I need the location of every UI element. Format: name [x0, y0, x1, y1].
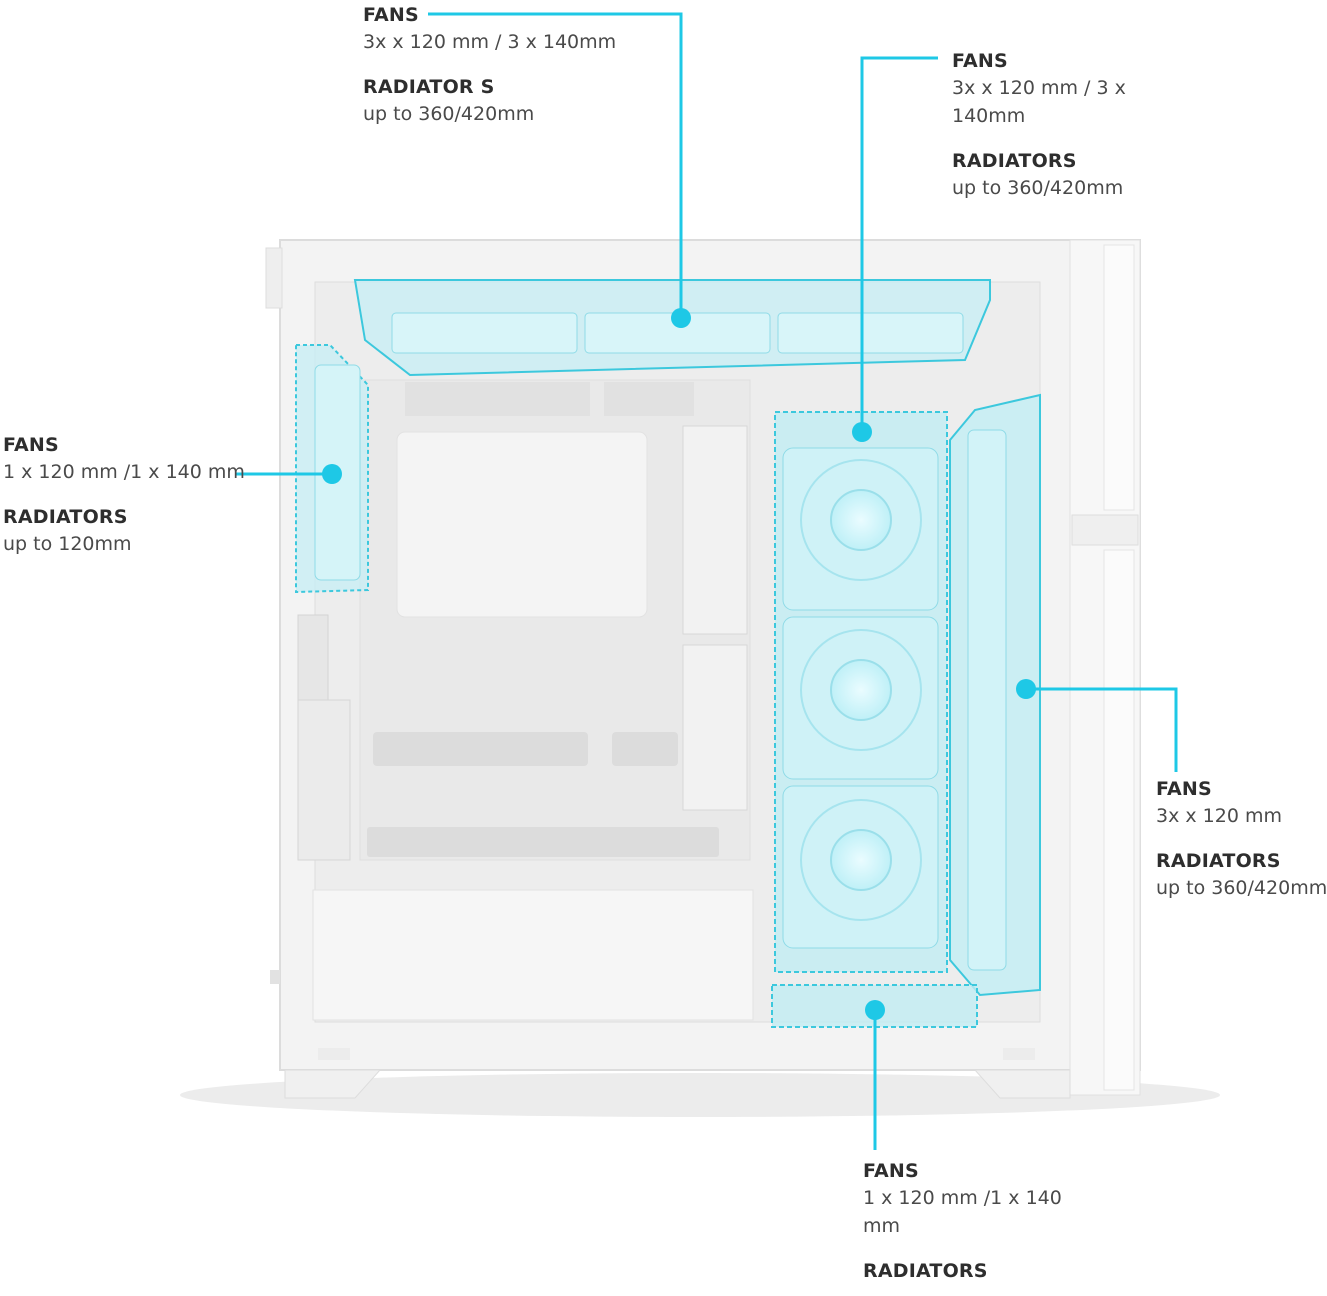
callout-side-fans-heading: FANS — [1156, 778, 1212, 800]
psu-shroud — [312, 889, 754, 1021]
callout-rear: FANS 1 x 120 mm /1 x 140 mm RADIATORS up… — [3, 432, 245, 558]
callout-bottom-rad-heading: RADIATORS — [863, 1260, 988, 1282]
cpu-cutout — [396, 431, 648, 618]
callout-line-side — [1026, 687, 1178, 772]
top-fan-mount — [353, 279, 991, 377]
callout-side-fans-value: 3x x 120 mm — [1156, 805, 1282, 827]
case-feet — [284, 1069, 1071, 1099]
callout-front-rad-value: up to 360/420mm — [952, 177, 1124, 199]
callout-dot-top — [671, 308, 691, 328]
callout-bottom: FANS 1 x 120 mm /1 x 140 mm RADIATORS — [863, 1158, 1063, 1284]
callout-bottom-fans-value: 1 x 120 mm /1 x 140 mm — [863, 1187, 1062, 1237]
callout-line-top — [428, 12, 683, 318]
callout-top: FANS 3x x 120 mm / 3 x 140mm RADIATOR S … — [363, 2, 616, 128]
callout-side: FANS 3x x 120 mm RADIATORS up to 360/420… — [1156, 776, 1327, 902]
callout-dot-side — [1016, 679, 1036, 699]
callout-dot-rear — [322, 464, 342, 484]
callout-side-rad-heading: RADIATORS — [1156, 850, 1281, 872]
callout-lines — [236, 12, 1178, 1150]
callout-front: FANS 3x x 120 mm / 3 x 140mm RADIATORS u… — [952, 48, 1142, 202]
callout-dot-front — [852, 422, 872, 442]
floor-shadow — [180, 1073, 1220, 1117]
callout-rear-rad-heading: RADIATORS — [3, 506, 128, 528]
callout-front-rad-heading: RADIATORS — [952, 150, 1077, 172]
callout-rear-fans-heading: FANS — [3, 434, 59, 456]
side-fan-mount — [949, 393, 1041, 997]
front-fan-stack — [774, 411, 948, 973]
callout-front-fans-heading: FANS — [952, 50, 1008, 72]
callout-bottom-fans-heading: FANS — [863, 1160, 919, 1182]
product-diagram: FANS 3x x 120 mm / 3 x 140mm RADIATOR S … — [3, 2, 1327, 1284]
pc-case-illustration — [180, 12, 1220, 1150]
callout-dots — [322, 308, 1036, 1020]
callout-side-rad-value: up to 360/420mm — [1156, 877, 1327, 899]
callout-line-front — [860, 56, 938, 432]
callout-rear-fans-value: 1 x 120 mm /1 x 140 mm — [3, 461, 245, 483]
callout-top-rad-value: up to 360/420mm — [363, 103, 535, 125]
callout-dot-bottom — [865, 1000, 885, 1020]
callout-top-fans-value: 3x x 120 mm / 3 x 140mm — [363, 31, 617, 53]
callout-rear-rad-value: up to 120mm — [3, 533, 132, 555]
callout-top-fans-heading: FANS — [363, 4, 419, 26]
callout-front-fans-value: 3x x 120 mm / 3 x 140mm — [952, 77, 1126, 127]
callout-top-rad-heading: RADIATOR S — [363, 76, 495, 98]
